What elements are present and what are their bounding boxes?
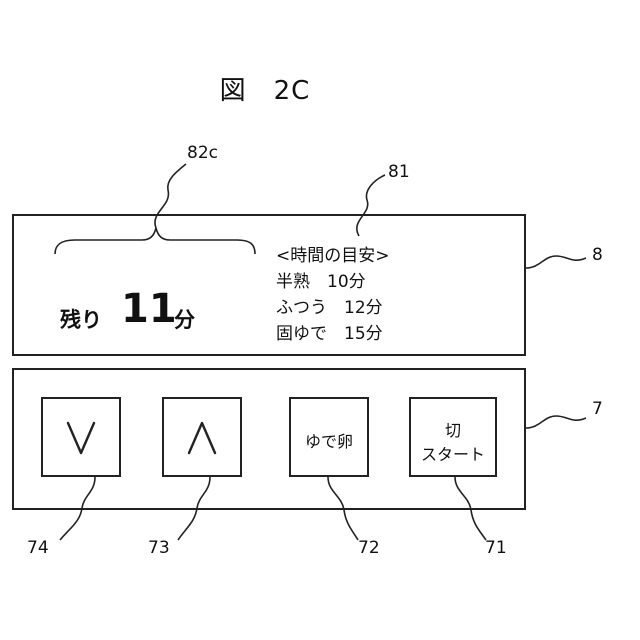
remaining-time-label: 残り bbox=[60, 304, 102, 334]
ref-81: 81 bbox=[388, 162, 410, 182]
chevron-up-icon bbox=[164, 399, 240, 475]
boiled-egg-button-label: ゆで卵 bbox=[291, 428, 367, 452]
time-guide-title: <時間の目安> bbox=[276, 241, 390, 266]
ref-7: 7 bbox=[592, 399, 603, 419]
ref-71: 71 bbox=[485, 538, 507, 558]
remaining-time-value: 11 bbox=[121, 286, 177, 332]
start-label: スタート bbox=[411, 441, 495, 465]
ref-82c: 82c bbox=[187, 143, 218, 163]
remaining-time-unit: 分 bbox=[174, 304, 195, 334]
ref-72: 72 bbox=[358, 538, 380, 558]
boiled-egg-button[interactable]: ゆで卵 bbox=[289, 397, 369, 477]
off-label: 切 bbox=[411, 417, 495, 441]
leader-7 bbox=[526, 416, 586, 428]
off-start-button[interactable]: 切 スタート bbox=[409, 397, 497, 477]
time-down-button[interactable] bbox=[41, 397, 121, 477]
time-guide-row-medium: ふつう 12分 bbox=[276, 293, 383, 318]
figure-title: 図 2C bbox=[200, 70, 330, 107]
time-guide-row-soft: 半熟 10分 bbox=[276, 267, 366, 292]
ref-8: 8 bbox=[592, 245, 603, 265]
leader-8 bbox=[526, 256, 586, 268]
time-guide-row-hard: 固ゆで 15分 bbox=[276, 319, 383, 344]
display-panel bbox=[12, 214, 526, 356]
ref-74: 74 bbox=[27, 538, 49, 558]
time-up-button[interactable] bbox=[162, 397, 242, 477]
ref-73: 73 bbox=[148, 538, 170, 558]
chevron-down-icon bbox=[43, 399, 119, 475]
